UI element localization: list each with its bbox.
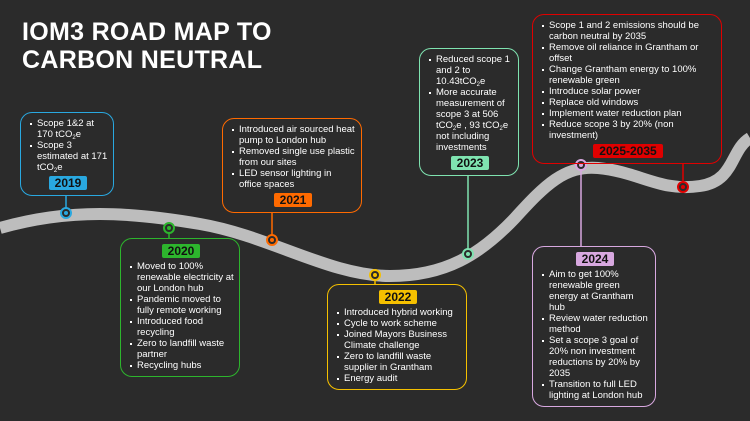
milestone-box-2021: Introduced air sourced heat pump to Lond…	[222, 118, 362, 213]
list-item: Zero to landfill waste supplier in Grant…	[337, 351, 461, 373]
list-item: Change Grantham energy to 100% renewable…	[542, 64, 716, 86]
list-item: Pandemic moved to fully remote working	[130, 294, 234, 316]
milestone-dot-center	[270, 238, 274, 242]
list-item: More accurate measurement of scope 3 at …	[429, 87, 513, 153]
list-item: Aim to get 100% renewable green energy a…	[542, 269, 650, 313]
year-label-2024: 2024	[575, 252, 615, 266]
list-item: Introduced hybrid working	[337, 307, 461, 318]
year-label-2020: 2020	[161, 244, 201, 258]
milestone-list: Aim to get 100% renewable green energy a…	[540, 269, 650, 401]
list-item: Set a scope 3 goal of 20% non investment…	[542, 335, 650, 379]
list-item: Remove oil reliance in Grantham or offse…	[542, 42, 716, 64]
milestone-list: Introduced air sourced heat pump to Lond…	[230, 124, 356, 190]
list-item: Energy audit	[337, 373, 461, 384]
list-item: Scope 3 estimated at 171 tCO2e	[30, 140, 108, 174]
list-item: Moved to 100% renewable electricity at o…	[130, 261, 234, 294]
milestone-list: Moved to 100% renewable electricity at o…	[128, 261, 234, 371]
milestone-dot-center	[373, 273, 377, 277]
year-label-2021: 2021	[273, 193, 313, 207]
list-item: Scope 1 and 2 emissions should be carbon…	[542, 20, 716, 42]
milestone-box-2025-2035: Scope 1 and 2 emissions should be carbon…	[532, 14, 722, 164]
list-item: Joined Mayors Business Climate challenge	[337, 329, 461, 351]
list-item: LED sensor lighting in office spaces	[232, 168, 356, 190]
year-label-2022: 2022	[378, 290, 418, 304]
title-line-2: CARBON NEUTRAL	[22, 46, 263, 74]
milestone-dot-center	[681, 185, 685, 189]
milestone-dot-center	[167, 226, 171, 230]
year-label-2023: 2023	[450, 156, 490, 170]
list-item: Implement water reduction plan	[542, 108, 716, 119]
year-label-2025-2035: 2025-2035	[593, 144, 663, 158]
milestone-dot-center	[466, 252, 470, 256]
milestone-dot-center	[579, 163, 583, 167]
list-item: Introduced food recycling	[130, 316, 234, 338]
page-title: IOM3 ROAD MAP TO CARBON NEUTRAL	[22, 18, 272, 74]
milestone-dot-center	[64, 211, 68, 215]
year-label-2019: 2019	[48, 176, 88, 190]
milestone-list: Scope 1 and 2 emissions should be carbon…	[540, 20, 716, 141]
title-line-1: IOM3 ROAD MAP TO	[22, 18, 272, 46]
list-item: Introduce solar power	[542, 86, 716, 97]
list-item: Review water reduction method	[542, 313, 650, 335]
list-item: Scope 1&2 at 170 tCO2e	[30, 118, 108, 141]
list-item: Reduce scope 3 by 20% (non investment)	[542, 119, 716, 141]
list-item: Transition to full LED lighting at Londo…	[542, 379, 650, 401]
list-item: Removed single use plastic from our site…	[232, 146, 355, 168]
list-item: Introduced air sourced heat pump to Lond…	[232, 124, 355, 146]
list-item: Recycling hubs	[130, 360, 234, 371]
list-item: Cycle to work scheme	[337, 318, 461, 329]
list-item: Replace old windows	[542, 97, 716, 108]
list-item: Zero to landfill waste partner	[130, 338, 234, 360]
list-item: Reduced scope 1 and 2 to 10.43tCO2e	[429, 54, 513, 88]
